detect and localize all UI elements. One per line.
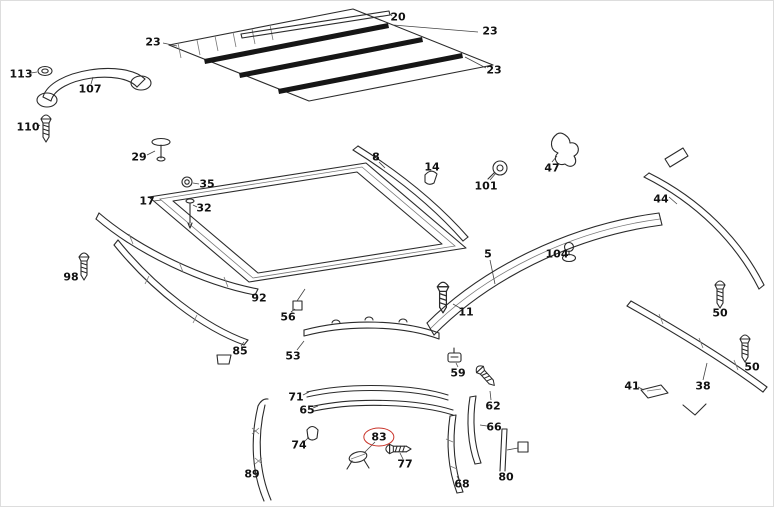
part-label-107-5[interactable]: 107 <box>78 82 102 96</box>
part-label-50-22[interactable]: 50 <box>712 306 728 320</box>
part-110-screw <box>36 114 52 143</box>
part-label-66-35[interactable]: 66 <box>486 420 502 434</box>
part-label-77-34[interactable]: 77 <box>397 457 413 471</box>
part-label-29-7[interactable]: 29 <box>131 150 147 164</box>
part-74-clip <box>303 425 319 443</box>
part-label-38-31[interactable]: 38 <box>695 379 711 393</box>
part-label-23-1[interactable]: 23 <box>145 35 161 49</box>
part-label-32-9[interactable]: 32 <box>196 201 212 215</box>
part-label-113-4[interactable]: 113 <box>9 67 33 81</box>
part-65-trim-strip <box>312 399 454 416</box>
part-label-47-14[interactable]: 47 <box>544 161 560 175</box>
part-roof-panel <box>162 8 494 102</box>
part-label-44-15[interactable]: 44 <box>653 192 669 206</box>
part-17-roof-frame <box>148 162 467 283</box>
part-47-bracket <box>550 132 579 167</box>
part-label-74-32[interactable]: 74 <box>291 438 307 452</box>
part-8-trim-strip <box>352 145 469 242</box>
part-label-14-12[interactable]: 14 <box>424 160 440 174</box>
part-50-screw-lower <box>739 334 751 365</box>
part-5-windshield-frame-trim <box>426 212 663 336</box>
part-68-trim-strip <box>445 414 464 494</box>
part-label-83-33-highlighted[interactable]: 83 <box>363 427 395 447</box>
part-20-trim-strip <box>240 10 393 39</box>
part-label-41-30[interactable]: 41 <box>624 379 640 393</box>
part-label-50-23[interactable]: 50 <box>744 360 760 374</box>
part-113-clip <box>30 65 53 77</box>
part-label-11-21[interactable]: 11 <box>458 305 474 319</box>
part-label-104-20[interactable]: 104 <box>545 247 569 261</box>
part-label-101-13[interactable]: 101 <box>474 179 498 193</box>
part-56-clip-plate <box>290 288 306 313</box>
part-label-65-28[interactable]: 65 <box>299 403 315 417</box>
part-label-35-8[interactable]: 35 <box>199 177 215 191</box>
part-label-92-17[interactable]: 92 <box>251 291 267 305</box>
part-62-screw <box>473 363 499 401</box>
part-101-grommet-ring <box>487 160 508 181</box>
part-label-110-6[interactable]: 110 <box>16 120 40 134</box>
part-53-trim-strip <box>296 316 440 351</box>
part-32-pin <box>185 198 198 229</box>
part-label-53-25[interactable]: 53 <box>285 349 301 363</box>
part-89-trim-strip <box>251 398 272 502</box>
part-29-pin <box>146 137 171 162</box>
part-label-5-19[interactable]: 5 <box>484 247 492 261</box>
part-11-screw <box>436 281 461 314</box>
part-label-59-26[interactable]: 59 <box>450 366 466 380</box>
part-label-23-3[interactable]: 23 <box>486 63 502 77</box>
part-label-23-2[interactable]: 23 <box>482 24 498 38</box>
part-71-trim-strip <box>302 384 449 401</box>
part-92-trim-strip <box>95 212 259 296</box>
part-66-trim-strip <box>467 395 488 465</box>
part-44-trim-strip <box>643 147 765 290</box>
part-label-71-27[interactable]: 71 <box>288 390 304 404</box>
part-label-98-16[interactable]: 98 <box>63 270 79 284</box>
part-label-8-11[interactable]: 8 <box>372 150 380 164</box>
part-85-trim-strip <box>113 239 249 365</box>
part-35-grommet <box>181 176 200 188</box>
part-label-89-36[interactable]: 89 <box>244 467 260 481</box>
part-trim-end-hook <box>682 403 707 416</box>
part-80-trim-strip <box>499 428 529 472</box>
part-14-clip <box>424 170 438 185</box>
part-38-trim-strip <box>626 300 768 393</box>
part-41-end-piece <box>637 384 669 399</box>
part-label-62-29[interactable]: 62 <box>485 399 501 413</box>
part-label-68-37[interactable]: 68 <box>454 477 470 491</box>
part-104-grommet <box>561 241 577 263</box>
part-59-clip <box>447 347 462 368</box>
part-label-56-18[interactable]: 56 <box>280 310 296 324</box>
part-77-screw <box>385 443 412 460</box>
part-107-grab-handle <box>36 68 152 108</box>
part-label-17-10[interactable]: 17 <box>139 194 155 208</box>
part-label-85-24[interactable]: 85 <box>232 344 248 358</box>
part-label-20-0[interactable]: 20 <box>390 10 406 24</box>
part-label-80-38[interactable]: 80 <box>498 470 514 484</box>
